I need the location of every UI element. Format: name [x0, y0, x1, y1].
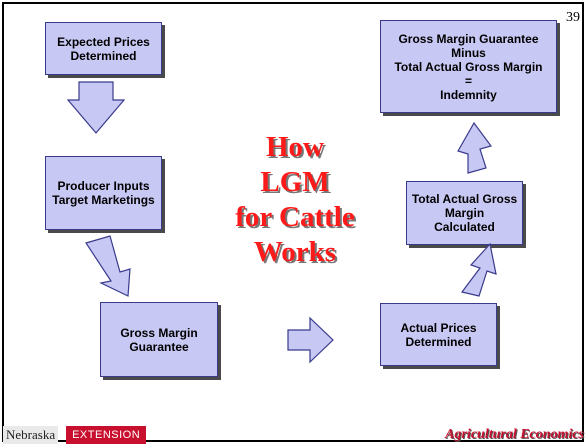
box-producer-inputs: Producer Inputs Target Marketings [45, 156, 162, 230]
up-right-arrow-icon-upper [457, 121, 493, 174]
page-number: 39 [566, 10, 580, 25]
down-arrow-icon [66, 81, 126, 134]
nebraska-wordmark: Nebraska [3, 426, 59, 444]
box-gross-margin-guarantee: Gross Margin Guarantee [100, 302, 218, 377]
box-indemnity-formula: Gross Margin Guarantee Minus Total Actua… [380, 20, 557, 113]
department-label: Agricultural Economics [445, 427, 584, 442]
slide-border [2, 2, 584, 442]
slide-title: How LGM for Cattle Works [235, 131, 355, 268]
box-indemnity-formula-label: Gross Margin Guarantee Minus Total Actua… [394, 31, 543, 102]
box-actual-prices-label: Actual Prices Determined [400, 320, 477, 349]
box-actual-prices: Actual Prices Determined [380, 303, 497, 366]
extension-wordmark: EXTENSION [66, 426, 147, 444]
box-expected-prices-label: Expected Prices Determined [57, 34, 150, 63]
nebraska-extension-logo: Nebraska EXTENSION [3, 424, 147, 444]
box-expected-prices: Expected Prices Determined [45, 22, 162, 75]
box-producer-inputs-label: Producer Inputs Target Marketings [52, 179, 155, 207]
down-right-arrow-icon [85, 235, 131, 297]
right-arrow-icon [287, 316, 334, 364]
box-gross-margin-guarantee-label: Gross Margin Guarantee [120, 325, 198, 354]
box-total-actual-gross-margin: Total Actual Gross Margin Calculated [406, 181, 523, 245]
box-total-actual-gross-margin-label: Total Actual Gross Margin Calculated [411, 192, 518, 234]
up-right-arrow-icon-lower [460, 242, 497, 297]
